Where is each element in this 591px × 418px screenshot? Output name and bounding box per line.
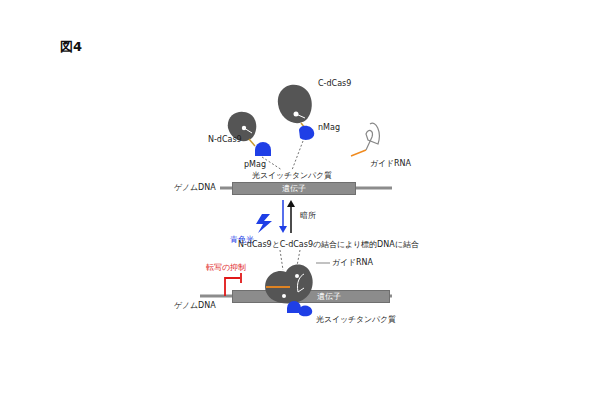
gene-band: 遺伝子	[232, 290, 390, 303]
gene-label: 遺伝子	[282, 185, 306, 193]
part-name: 光スイッチタンパク質	[252, 172, 332, 180]
part-name: 光スイッチタンパク質	[316, 316, 396, 324]
gene-label: 遺伝子	[317, 293, 341, 301]
condition-label: 暗所	[300, 212, 316, 220]
part-name: ゲノムDNA	[174, 302, 216, 310]
part-name: ガイドRNA	[332, 259, 373, 267]
figure-title: 図4	[60, 38, 82, 56]
part-name: pMag	[244, 161, 266, 169]
part-name: nMag	[318, 124, 340, 132]
part-name: C-dCas9	[318, 80, 351, 88]
gene-band: 遺伝子	[232, 182, 356, 195]
effect-label: 転写の抑制	[206, 264, 246, 272]
part-name: N-dCas9	[208, 136, 242, 144]
note: N-dCas9とC-dCas9の結合により標的DNAに結合	[238, 241, 419, 249]
part-name: ゲノムDNA	[174, 184, 216, 192]
part-name: ガイドRNA	[370, 160, 411, 168]
